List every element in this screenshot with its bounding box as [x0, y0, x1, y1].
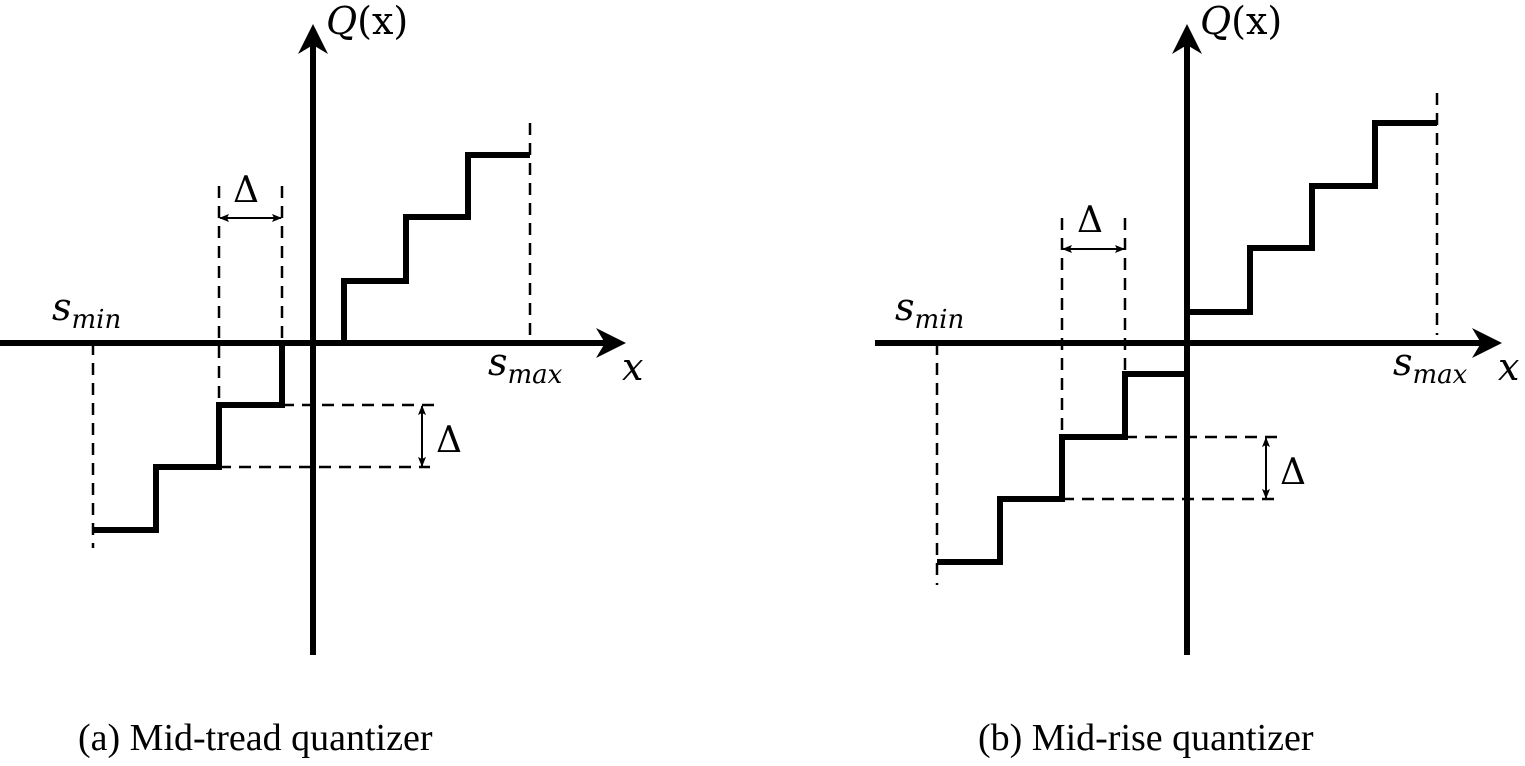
smin-label-a: smin [52, 285, 121, 335]
delta-width-label-a: Δ [233, 170, 259, 211]
caption-a: (a) Mid-tread quantizer [78, 717, 433, 759]
y-axis-label-b: Q(x) [1200, 0, 1282, 43]
delta-width-label-b: Δ [1077, 200, 1103, 241]
panel-mid-rise: Q(x) x smin smax Δ Δ (b) Mid-rise quanti… [875, 0, 1519, 759]
x-axis-label-a: x [622, 345, 643, 389]
staircase-b [937, 120, 1437, 565]
smin-label-b: smin [895, 285, 964, 335]
staircase-a [93, 152, 530, 533]
smax-label-b: smax [1393, 340, 1468, 390]
caption-b: (b) Mid-rise quantizer [978, 717, 1314, 759]
panel-mid-tread: Q(x) x smin smax Δ Δ (a) Mid-tread quant… [0, 0, 643, 759]
delta-height-label-a: Δ [436, 420, 462, 461]
x-axis-label-b: x [1498, 345, 1519, 389]
smax-label-a: smax [488, 340, 563, 390]
y-axis-label-a: Q(x) [326, 0, 408, 43]
delta-height-label-b: Δ [1280, 452, 1306, 493]
